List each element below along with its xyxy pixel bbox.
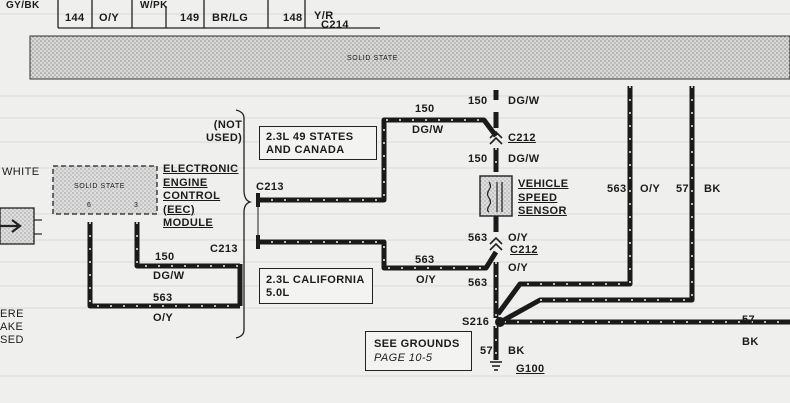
wire-149-circuit: 149	[180, 12, 200, 24]
wire-148-color: Y/R	[314, 10, 334, 22]
top-partial-label-mid: W/PK	[140, 0, 168, 11]
eec-module-title: ELECTRONIC ENGINE CONTROL (EEC) MODULE	[163, 163, 239, 231]
eec-pin-6: 6	[87, 202, 92, 209]
solid-state-bar-label: SOLID STATE	[347, 55, 399, 62]
c212-bottom-connector: C212	[510, 244, 538, 256]
right-57-color: BK	[704, 183, 721, 195]
see-grounds-box: SEE GROUNDS PAGE 10-5	[365, 331, 472, 371]
vss-up-150-color: DG/W	[508, 95, 540, 107]
left-edge-line: SED	[0, 334, 24, 346]
splice-dot	[495, 317, 505, 327]
left-partial-component	[0, 207, 42, 245]
see-grounds-page: PAGE 10-5	[374, 352, 433, 364]
harness-bracket	[235, 109, 253, 339]
wire-144-color: O/Y	[99, 12, 120, 24]
mid-c213-connector: C213	[256, 181, 284, 193]
vehicle-speed-sensor-label: VEHICLE SPEED SENSOR	[518, 178, 568, 219]
option-box-california: 2.3L CALIFORNIA 5.0L	[259, 268, 373, 304]
splice-s216: S216	[462, 316, 490, 328]
eec-title-line: ELECTRONIC	[163, 163, 239, 175]
wire-148-circuit: 148	[283, 12, 303, 24]
eec-module-box	[52, 165, 158, 215]
left-edge-line: ERE	[0, 308, 24, 320]
left-edge-line: AKE	[0, 321, 24, 333]
ground-g100: G100	[516, 363, 545, 375]
vss-up-563-color: O/Y	[508, 232, 529, 244]
far-57-circuit: 57	[742, 314, 756, 326]
eec-c213-connector: C213	[210, 243, 238, 255]
eec-pin-3: 3	[134, 202, 139, 209]
vss-up-150-circuit: 150	[468, 95, 488, 107]
ground-wire-color: BK	[508, 345, 525, 357]
eec-563-circuit: 563	[153, 292, 173, 304]
c213-terminals	[256, 193, 260, 249]
eec-150-color: DG/W	[153, 270, 185, 282]
right-563-circuit: 563	[607, 183, 627, 195]
far-57-color: BK	[742, 336, 759, 348]
vss-top-150-circuit: 150	[415, 103, 435, 115]
see-grounds-title: SEE GROUNDS	[374, 338, 460, 350]
vss-diag-563-circuit: 563	[415, 254, 435, 266]
sensor-name-line: SENSOR	[518, 205, 567, 217]
vss-up-563-circuit: 563	[468, 232, 488, 244]
right-57-circuit: 57	[676, 183, 690, 195]
sensor-name-line: SPEED	[518, 191, 558, 204]
vss-diag-563-color: O/Y	[416, 274, 437, 286]
harness-wire-dashes	[89, 86, 790, 360]
vehicle-speed-sensor-symbol	[479, 175, 513, 217]
vss-down-150-color: DG/W	[508, 153, 540, 165]
sensor-name-line: VEHICLE	[518, 178, 569, 190]
eec-150-circuit: 150	[155, 251, 175, 263]
solid-state-bar	[29, 35, 790, 80]
ground-wire-circuit: 57	[480, 345, 494, 357]
eec-title-line: (EEC)	[163, 203, 195, 216]
eec-563-color: O/Y	[153, 312, 174, 324]
wire-149-color: BR/LG	[212, 12, 249, 24]
white-wire-label: WHITE	[2, 166, 40, 178]
top-connector-frame	[57, 0, 380, 29]
eec-title-line: ENGINE	[163, 176, 208, 189]
c212-connectors	[489, 130, 503, 251]
eec-title-line: CONTROL	[163, 190, 221, 202]
vss-top-150-color: DG/W	[412, 124, 444, 136]
not-used-label: (NOT USED)	[206, 119, 243, 144]
wire-144-circuit: 144	[65, 12, 85, 24]
top-partial-label-left: GY/BK	[6, 0, 40, 11]
right-563-color: O/Y	[640, 183, 661, 195]
connector-c214: C214	[321, 19, 349, 31]
option-box-49-states: 2.3L 49 STATES AND CANADA	[259, 126, 377, 160]
eec-title-line: MODULE	[163, 217, 214, 229]
vss-down-563-circuit: 563	[468, 277, 488, 289]
vss-down-563-color: O/Y	[508, 262, 529, 274]
ground-symbol	[490, 361, 502, 371]
vss-down-150-circuit: 150	[468, 153, 488, 165]
eec-box-label: SOLID STATE	[74, 183, 126, 190]
left-edge-partial-text: ERE AKE SED	[0, 308, 24, 347]
c212-top-connector: C212	[508, 132, 536, 144]
